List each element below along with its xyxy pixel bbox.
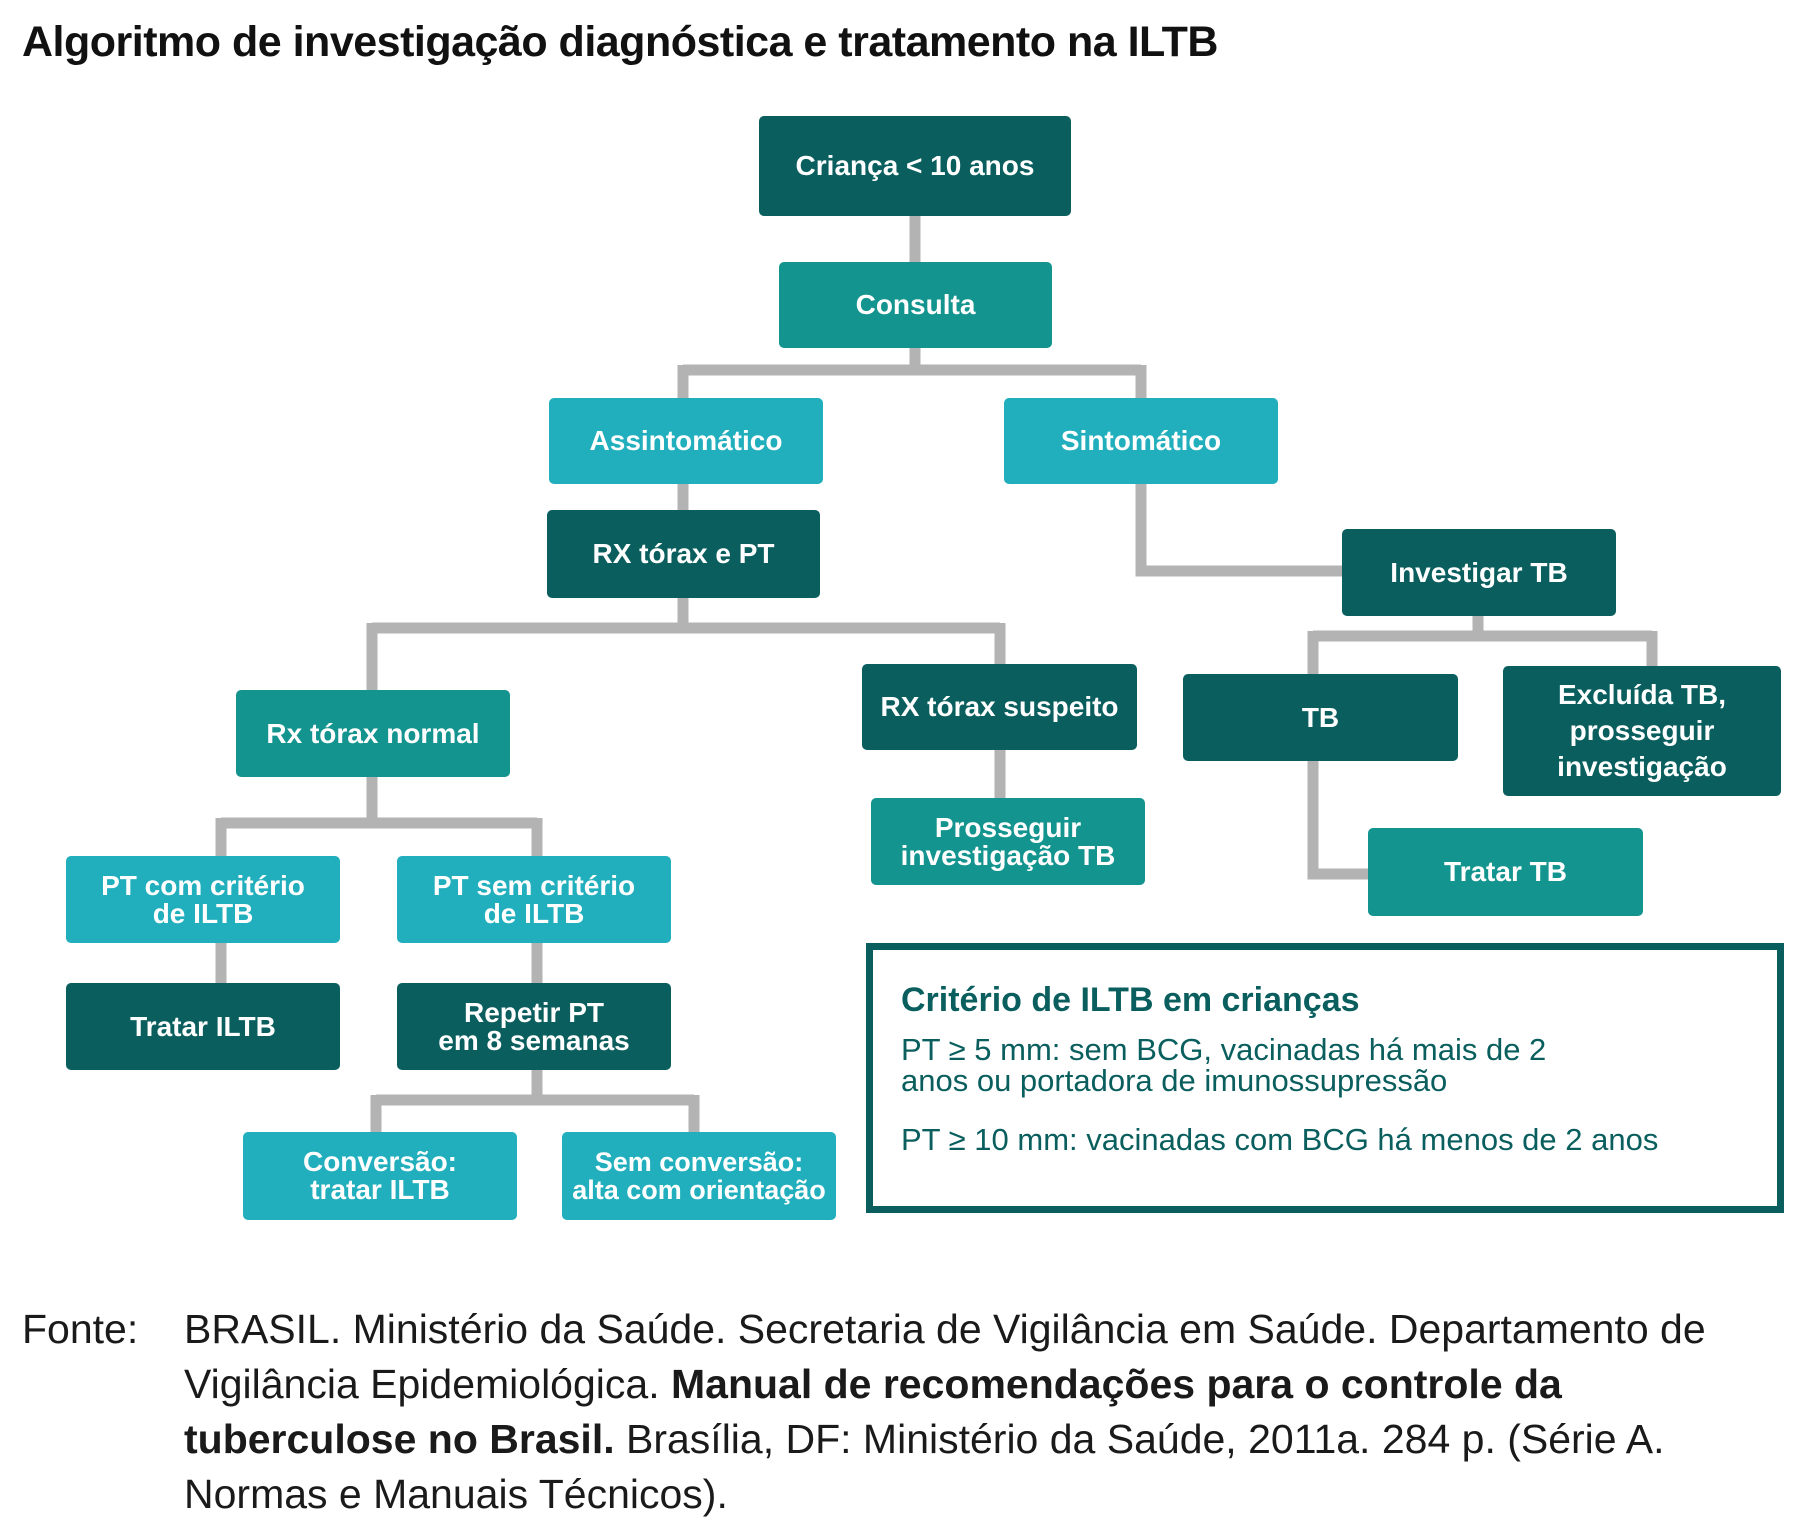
source-title-bold: Manual de recomendações para o controle … [184,1361,1562,1462]
connector-investigar-branches [1307,615,1658,674]
connector-tb-tratar [1307,760,1370,880]
node-sintomatico: Sintomático [1004,398,1278,484]
node-rx-suspeito: RX tórax suspeito [862,664,1137,750]
criteria-title: Critério de ILTB em crianças [901,981,1360,1019]
node-repetir-pt: Repetir PT em 8 semanas [397,983,671,1070]
criteria-box: Critério de ILTB em crianças PT ≥ 5 mm: … [866,943,1784,1213]
node-consulta: Consulta [779,262,1052,348]
node-assintomatico: Assintomático [549,398,823,484]
connector-sintomatico-investigar [1135,484,1342,577]
node-pt-com-criterio: PT com critério de ILTB [66,856,340,943]
connector-consulta-branches [677,346,1147,398]
node-excluida-tb: Excluída TB, prosseguir investigação [1503,666,1781,796]
connector-normal-branches [215,776,543,856]
node-rx-normal: Rx tórax normal [236,690,510,777]
node-rx-torax-pt: RX tórax e PT [547,510,820,598]
source-text-1: BRASIL. Ministério da Saúde. Secretaria … [184,1306,1706,1407]
node-conversao: Conversão: tratar ILTB [243,1132,517,1220]
node-prosseguir-tb: Prosseguir investigação TB [871,798,1145,885]
criteria-line-5mm: PT ≥ 5 mm: sem BCG, vacinadas há mais de… [901,1032,1547,1098]
source-label: Fonte: [22,1306,139,1352]
node-tratar-tb: Tratar TB [1368,828,1643,916]
source-body: BRASIL. Ministério da Saúde. Secretaria … [184,1302,1744,1522]
source-text-2: Brasília, DF: Ministério da Saúde, 2011a… [184,1416,1665,1517]
criteria-line-10mm: PT ≥ 10 mm: vacinadas com BCG há menos d… [901,1122,1659,1157]
connector-repetir-branches [370,1069,700,1132]
connector-rx-branches [366,596,1006,690]
node-tb: TB [1183,674,1458,761]
node-sem-conversao: Sem conversão: alta com orientação [562,1132,836,1220]
node-pt-sem-criterio: PT sem critério de ILTB [397,856,671,943]
node-crianca: Criança < 10 anos [759,116,1071,216]
node-tratar-iltb: Tratar ILTB [66,983,340,1070]
node-investigar-tb: Investigar TB [1342,529,1616,616]
page-title: Algoritmo de investigação diagnóstica e … [22,18,1218,66]
